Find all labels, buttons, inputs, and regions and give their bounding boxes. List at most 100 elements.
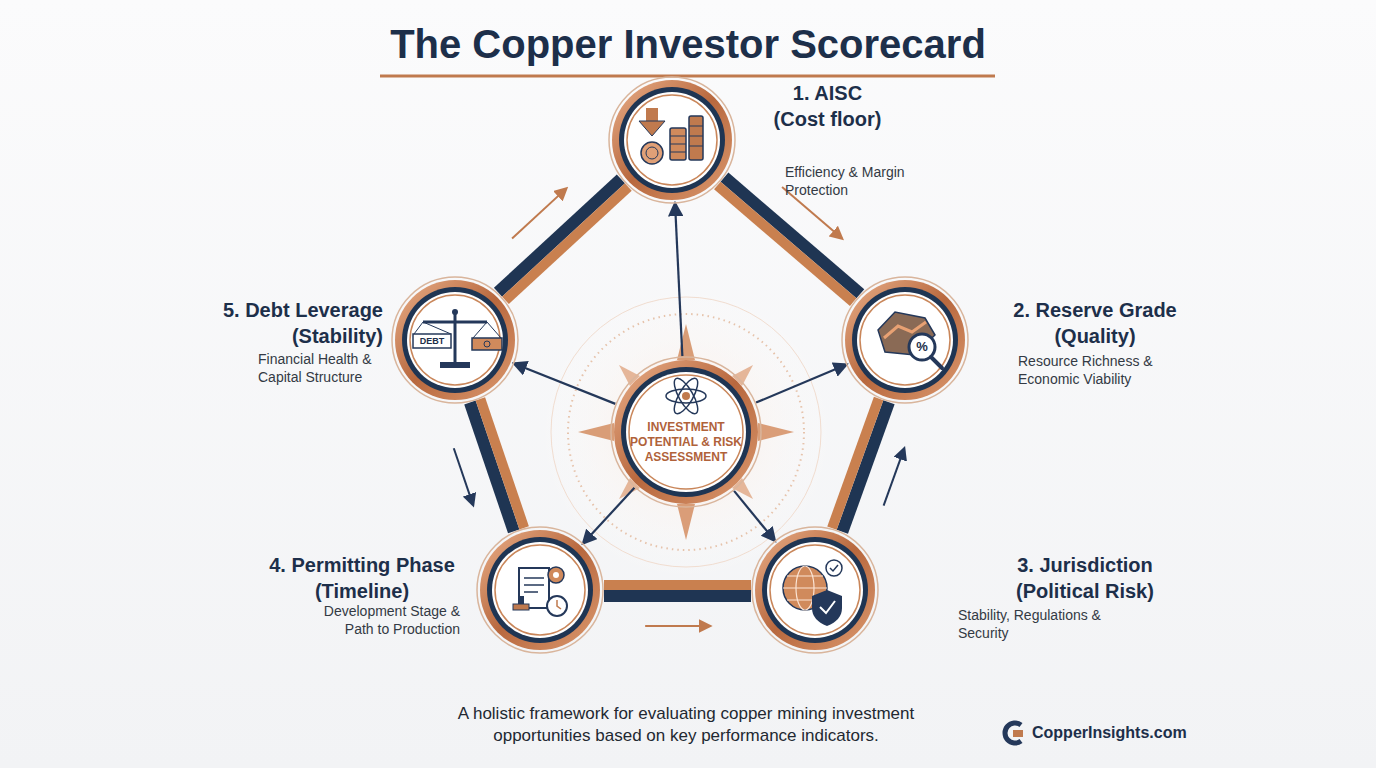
permit-icon [524, 584, 544, 586]
jurisdiction-icon [783, 566, 827, 610]
scorecard-circle: 5. Debt Leverage (Stability)Financial He… [391, 276, 519, 404]
atom-icon [666, 375, 706, 417]
scales-icon [440, 362, 470, 368]
logo-icon [1005, 723, 1023, 743]
title-underline [380, 76, 995, 77]
scales-icon [413, 309, 502, 368]
scales-icon [423, 322, 451, 334]
icon-symbol: % [910, 339, 934, 355]
circle-ring [755, 530, 875, 650]
cost-icon [689, 116, 703, 160]
scales-icon [423, 321, 487, 324]
flow-arrow [583, 488, 634, 543]
circle-ring [762, 537, 868, 643]
circle-ring [392, 277, 518, 403]
cost-icon [689, 146, 703, 147]
permit-icon [518, 596, 524, 604]
circle-ring [626, 372, 746, 492]
band-navy [498, 179, 621, 292]
compass-spike [677, 504, 695, 540]
center-glow [551, 297, 821, 567]
hub-arrow [756, 365, 846, 403]
band-copper [604, 580, 751, 590]
circle-outline [610, 356, 762, 508]
circle-ring [770, 545, 860, 635]
cost-icon [689, 126, 703, 127]
center-glow [536, 282, 836, 582]
circle-ring [624, 92, 720, 188]
band-navy [604, 590, 751, 602]
permit-icon [513, 567, 567, 616]
permit-icon [524, 577, 544, 579]
scorecard-circle: 1. AISC (Cost floor)Efficiency & Margin … [608, 76, 736, 204]
circle-ring [492, 542, 588, 638]
node-description: Resource Richness & Economic Viability [1018, 352, 1168, 388]
circle-ring [627, 95, 717, 185]
compass-spike [578, 324, 794, 540]
brand-logo: CopperInsights.com [1032, 723, 1232, 743]
band-copper [505, 187, 628, 300]
ore-icon [878, 312, 942, 368]
circle-ring [845, 280, 965, 400]
circle-ring [857, 292, 953, 388]
circle-outline [841, 276, 969, 404]
flow-arrow [514, 364, 615, 404]
flow-arrow [512, 189, 566, 239]
compass-spike [619, 478, 640, 499]
flow-arrow [734, 491, 774, 541]
circle-outline [608, 76, 736, 204]
node-description: Development Stage & Path to Production [322, 602, 460, 638]
permit-icon [524, 591, 538, 593]
hub-arrow [583, 488, 634, 543]
flow-arrow [884, 449, 905, 506]
hub-arrow [675, 204, 682, 356]
compass-spike [732, 365, 753, 386]
diagram-title: The Copper Investor Scorecard [0, 20, 1376, 68]
permit-icon [547, 596, 567, 616]
circle-ring [629, 375, 743, 489]
band-copper [832, 399, 879, 529]
node-heading: 2. Reserve Grade (Quality) [1005, 297, 1185, 349]
scales-icon [484, 341, 490, 347]
circle-ring [621, 367, 751, 497]
cost-icon [689, 136, 703, 137]
compass-spike [732, 478, 753, 499]
jurisdiction-icon [796, 566, 814, 610]
scales-icon [472, 338, 502, 350]
flow-arrow [454, 448, 473, 505]
hub-arrow [514, 364, 615, 404]
cost-icon [670, 128, 686, 160]
band-navy [842, 402, 889, 532]
title-underline [380, 75, 995, 78]
band-navy [724, 177, 860, 294]
scales-icon [413, 334, 451, 348]
atom-icon [670, 375, 702, 417]
circle-ring [860, 295, 950, 385]
circle-ring [614, 360, 758, 504]
center-glow [568, 314, 804, 550]
node-description: Financial Health & Capital Structure [258, 350, 388, 386]
jurisdiction-icon [787, 575, 823, 576]
circle-ring [619, 87, 725, 193]
circle-ring [402, 287, 508, 393]
flow-arrow [675, 204, 682, 356]
band-navy [470, 403, 514, 532]
ore-icon [884, 322, 926, 338]
circle-ring [477, 527, 603, 653]
circle-ring [410, 295, 500, 385]
scorecard-circle: 3. Jurisdiction (Political Risk)Stabilit… [751, 526, 879, 654]
atom-icon [666, 389, 706, 403]
jurisdiction-icon [787, 599, 823, 600]
cost-icon [670, 144, 686, 145]
node-heading: 3. Jurisdiction (Political Risk) [1005, 552, 1165, 604]
ring-connector [454, 399, 524, 531]
node-description: Efficiency & Margin Protection [785, 163, 909, 199]
hub-circle: INVESTMENT POTENTIAL & RISK ASSESSMENT [610, 356, 762, 508]
ore-icon [909, 334, 935, 360]
cost-icon [639, 121, 665, 136]
logo-icon [1013, 730, 1023, 737]
ring-connector [717, 177, 860, 302]
